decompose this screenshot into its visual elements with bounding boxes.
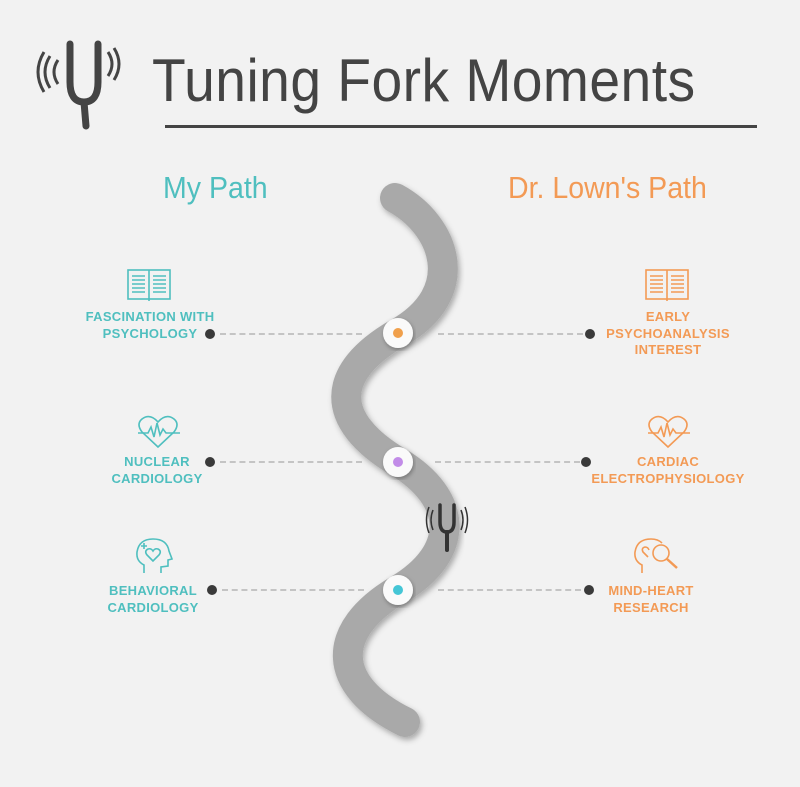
connector-right-3 [438,589,581,591]
connector-right-2 [435,461,580,463]
right-dot-1 [585,329,595,339]
heart-ecg-icon [138,415,180,449]
timeline-node-2 [383,447,413,477]
timeline-node-1 [383,318,413,348]
head-heart-icon [136,538,174,573]
right-dot-3 [584,585,594,595]
connector-left-1 [220,333,362,335]
page-title: Tuning Fork Moments [152,47,696,114]
timeline-node-3 [383,575,413,605]
connector-right-1 [438,333,583,335]
book-icon [645,269,689,301]
book-icon [127,269,171,301]
tuning-fork-logo-icon [36,38,122,134]
my-path-heading: My Path [163,170,268,205]
lown-path-heading: Dr. Lown's Path [508,170,707,205]
tuning-fork-marker-icon [425,503,469,552]
left-dot-1 [205,329,215,339]
connector-left-3 [222,589,364,591]
heart-ecg-icon [648,415,690,449]
left-dot-2 [205,457,215,467]
connector-left-2 [220,461,362,463]
right-dot-2 [581,457,591,467]
title-underline [165,125,757,128]
left-dot-3 [207,585,217,595]
head-magnifier-icon [634,538,678,573]
